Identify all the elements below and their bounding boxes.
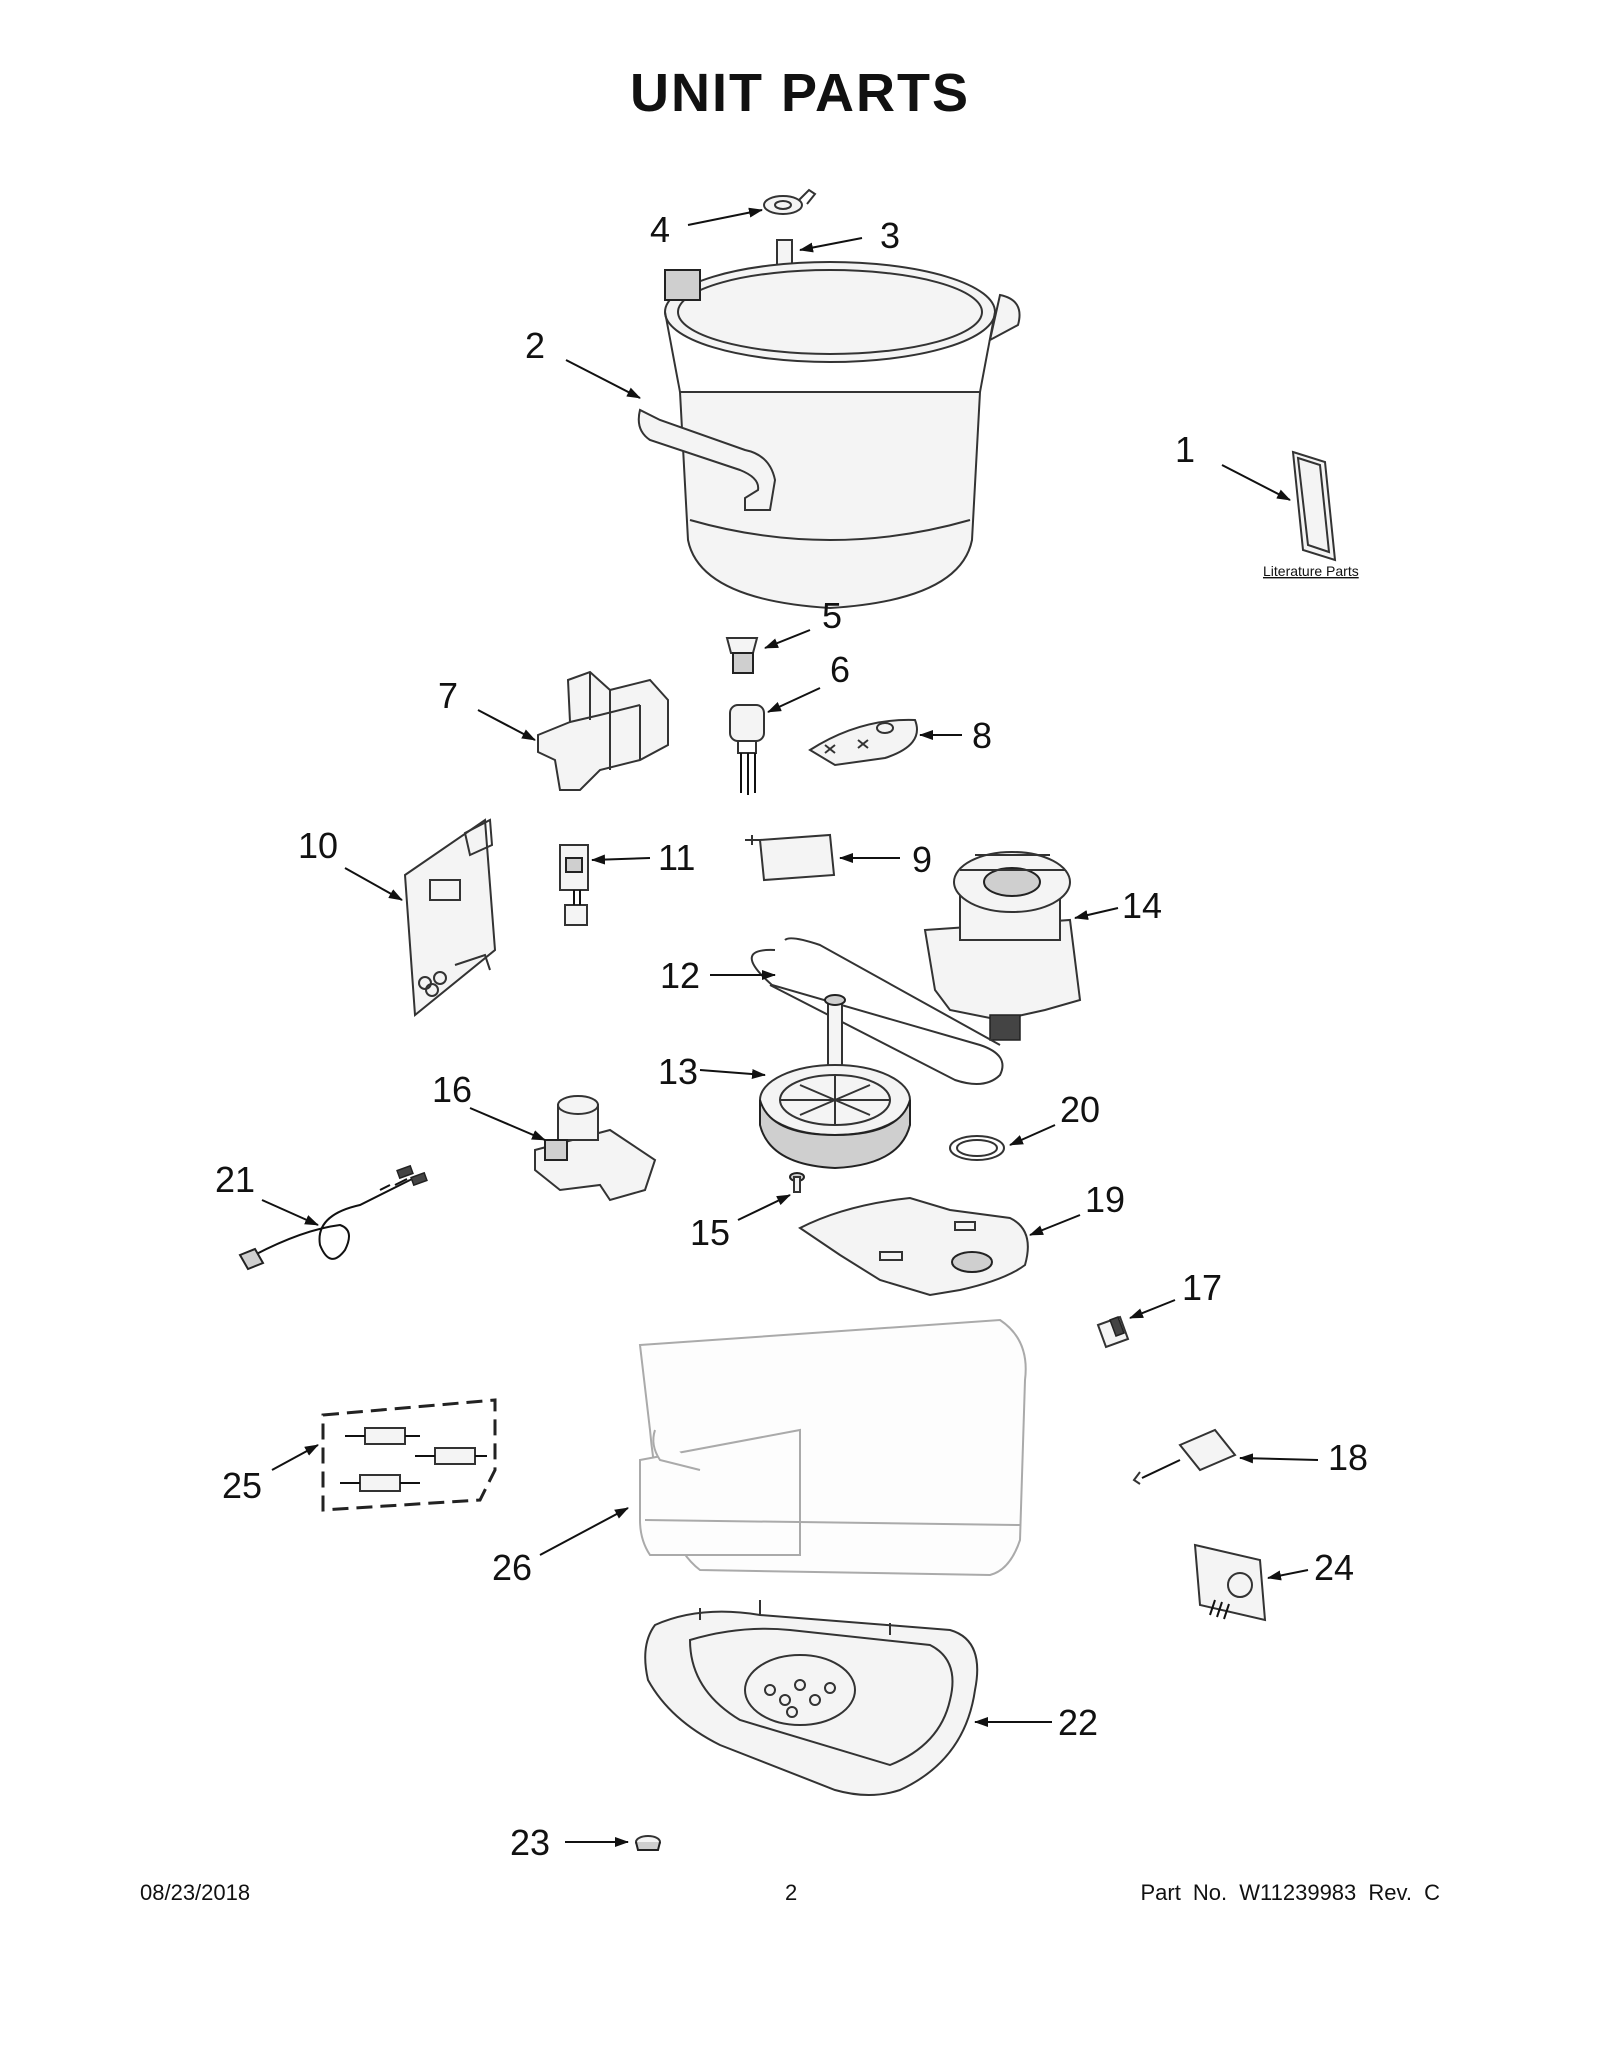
part-11-sensor-board <box>559 844 589 926</box>
callout-26: 26 <box>492 1547 532 1588</box>
callout-18: 18 <box>1328 1437 1368 1478</box>
callout-11: 11 <box>658 837 695 878</box>
callout-5: 5 <box>822 595 842 636</box>
part-17-rocker-switch <box>1096 1315 1130 1349</box>
page-title: UNIT PARTS <box>630 63 970 123</box>
part-9-control-board <box>745 833 836 882</box>
callout-12: 12 <box>660 955 700 996</box>
callout-20: 20 <box>1060 1089 1100 1130</box>
footer-date: 08/23/2018 <box>140 1880 251 1905</box>
part-2-cooking-pot <box>637 261 1021 610</box>
callout-17: 17 <box>1182 1267 1222 1308</box>
callout-21: 21 <box>215 1159 255 1200</box>
callout-19: 19 <box>1085 1179 1125 1220</box>
part-16-buzzer-assembly <box>534 1095 657 1202</box>
callout-13: 13 <box>658 1051 698 1092</box>
part-4-clip <box>763 188 817 215</box>
part-6-temperature-sensor <box>729 704 765 795</box>
callout-10: 10 <box>298 825 338 866</box>
part-22-base-plate <box>644 1600 979 1796</box>
part-24-power-board <box>1193 1543 1267 1622</box>
callout-2: 2 <box>525 325 545 366</box>
part-20-gasket-ring <box>949 1135 1005 1161</box>
part-25-wire-harness-kit <box>321 1398 497 1512</box>
part-1-literature <box>1291 450 1337 562</box>
callout-numbers: 4 3 2 1 5 6 7 8 9 10 11 12 14 13 16 20 2… <box>215 209 1368 1863</box>
part-21-power-cord <box>238 1164 428 1271</box>
callout-3: 3 <box>880 215 900 256</box>
part-8-switch-plate <box>808 718 918 767</box>
callout-4: 4 <box>650 209 670 250</box>
callout-9: 9 <box>912 839 932 880</box>
footer-part-number: Part No. W11239983 Rev. C <box>1140 1880 1440 1905</box>
part-23-foot <box>635 1835 661 1851</box>
part-26-base-housing <box>638 1318 1027 1577</box>
part-12-drive-belt <box>750 937 1004 1085</box>
part-15-screw <box>789 1172 805 1193</box>
part-18-probe-tool <box>1132 1428 1237 1485</box>
callout-14: 14 <box>1122 885 1162 926</box>
callout-8: 8 <box>972 715 992 756</box>
callout-1: 1 <box>1175 429 1195 470</box>
callout-15: 15 <box>690 1212 730 1253</box>
callout-22: 22 <box>1058 1702 1098 1743</box>
callout-6: 6 <box>830 649 850 690</box>
part-7-latch-bracket <box>537 670 669 791</box>
part-19-control-panel <box>798 1196 1029 1297</box>
callout-25: 25 <box>222 1465 262 1506</box>
callout-23: 23 <box>510 1822 550 1863</box>
literature-parts-label: Literature Parts <box>1263 563 1359 579</box>
part-14-motor <box>923 851 1082 1041</box>
part-5-fitting <box>725 637 759 674</box>
footer-page-number: 2 <box>785 1880 798 1905</box>
part-10-main-control-board <box>403 818 497 1017</box>
leader-lines <box>261 207 1319 1847</box>
part-13-drive-gear <box>759 994 911 1170</box>
callout-7: 7 <box>438 675 458 716</box>
callout-24: 24 <box>1314 1547 1354 1588</box>
callout-16: 16 <box>432 1069 472 1110</box>
